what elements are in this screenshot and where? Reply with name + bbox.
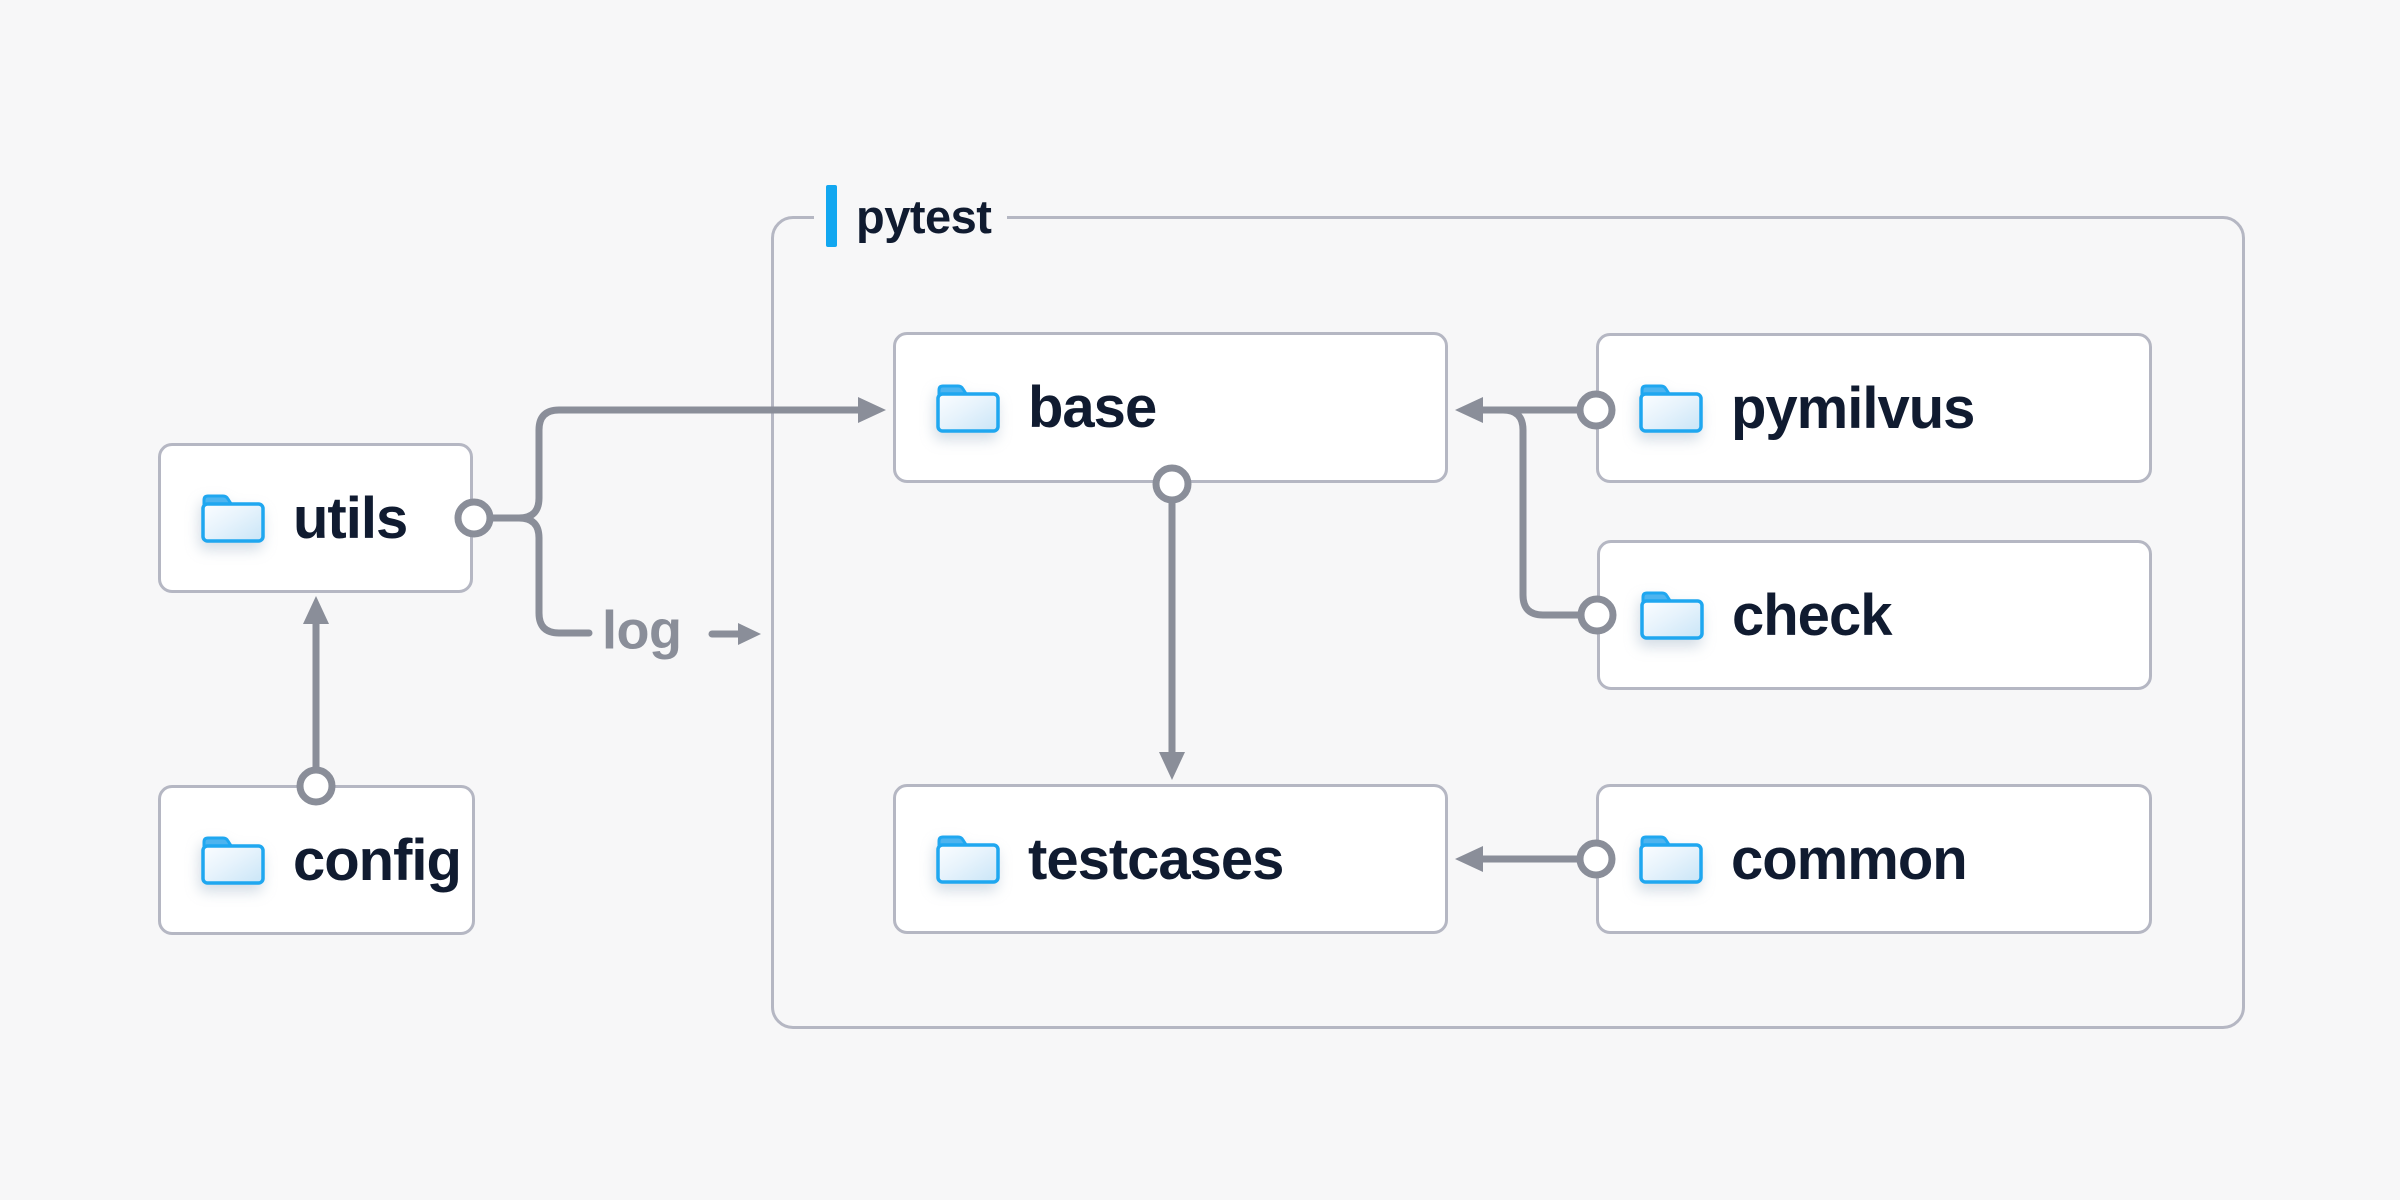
folder-icon: [201, 836, 265, 885]
folder-icon: [201, 494, 265, 543]
node-label: utils: [293, 485, 408, 551]
group-label-text: pytest: [856, 189, 992, 243]
node-label: pymilvus: [1731, 375, 1975, 441]
node-label: check: [1732, 582, 1892, 648]
node-label: config: [293, 827, 462, 893]
pytest-group-label: pytest: [814, 184, 1008, 248]
folder-icon: [1639, 384, 1703, 433]
folder-icon: [936, 384, 1000, 433]
node-utils: utils: [158, 443, 473, 593]
node-label: base: [1028, 375, 1157, 440]
node-check: check: [1597, 540, 2152, 690]
node-base: base: [893, 332, 1448, 483]
accent-bar: [826, 185, 837, 247]
arrowhead-config-utils: [303, 596, 329, 624]
node-testcases: testcases: [893, 784, 1448, 934]
folder-icon: [936, 835, 1000, 884]
node-label: testcases: [1028, 826, 1284, 892]
arrowhead-log: [738, 623, 761, 645]
node-label: common: [1731, 826, 1968, 892]
edge-utils-log: [487, 514, 593, 637]
pytest-group: [771, 216, 2245, 1029]
folder-icon: [1639, 835, 1703, 884]
edge-label-log: log: [602, 600, 682, 661]
node-common: common: [1596, 784, 2152, 934]
node-pymilvus: pymilvus: [1596, 333, 2152, 483]
folder-icon: [1640, 591, 1704, 640]
node-config: config: [158, 785, 475, 935]
